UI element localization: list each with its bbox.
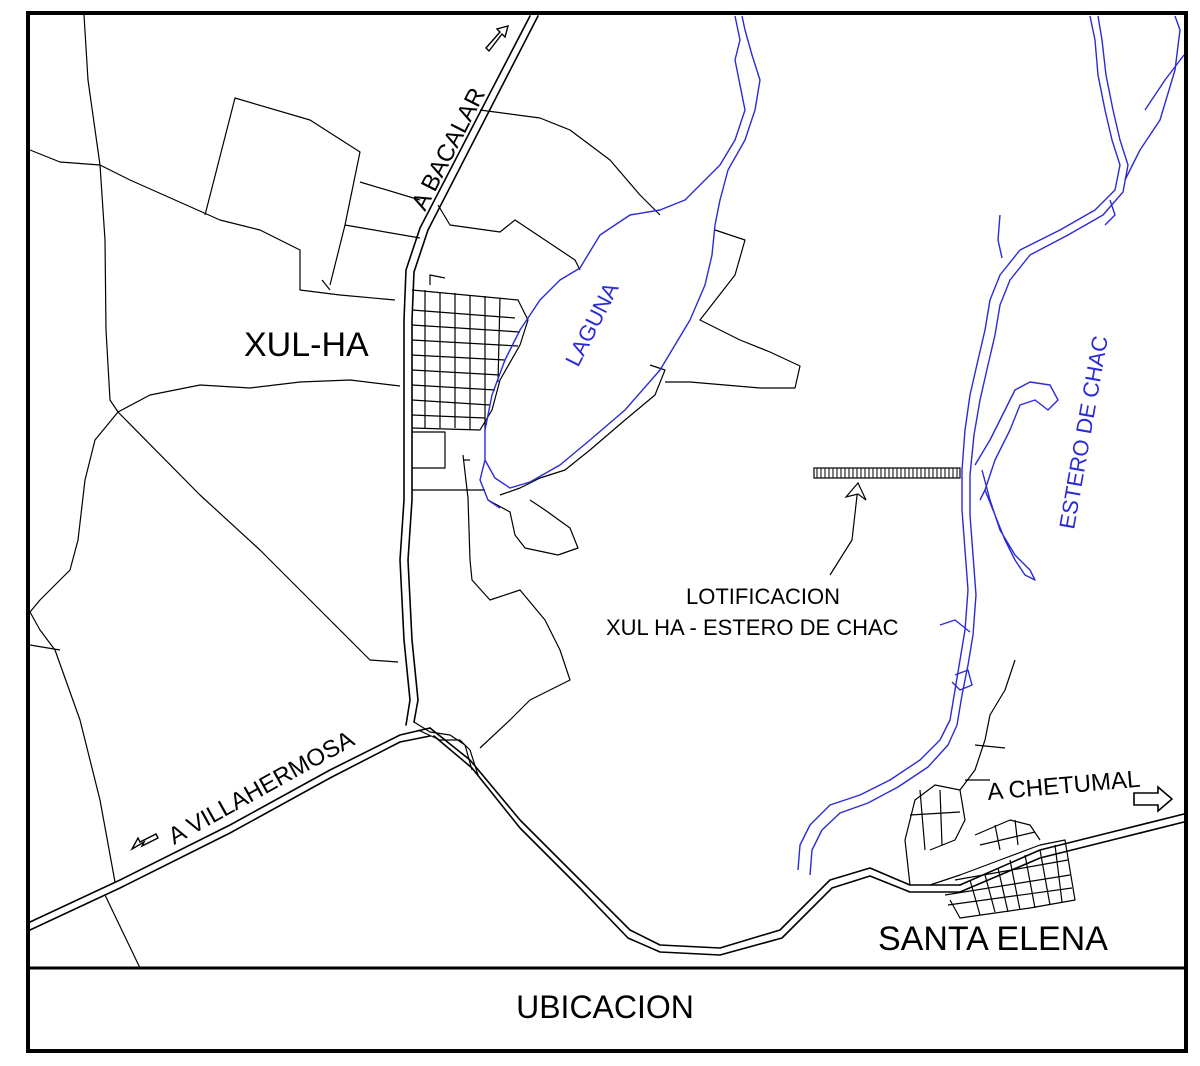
town-label-xulha: XUL-HA	[244, 326, 369, 364]
site-pointer-arrow	[844, 481, 867, 501]
highways	[29, 15, 1185, 956]
site-label-line1: LOTIFICACION	[686, 584, 840, 609]
water-label-estero: ESTERO DE CHAC	[1054, 334, 1113, 531]
lotification-parcel[interactable]	[813, 467, 961, 479]
road-label-villahermosa: A VILLAHERMOSA	[164, 726, 359, 850]
lotification-site	[813, 467, 961, 576]
waterways	[479, 15, 1185, 876]
direction-arrows	[130, 25, 1174, 851]
map-border	[26, 11, 1188, 1053]
road-label-bacalar: A BACALAR	[406, 84, 491, 215]
chetumal-arrow-icon	[1133, 785, 1174, 813]
map-caption: UBICACION	[516, 989, 694, 1025]
villahermosa-arrow-icon	[130, 833, 159, 851]
santa-elena-street-grid	[904, 659, 1076, 919]
water-label-laguna: LAGUNA	[560, 278, 623, 370]
site-label-line2: XUL HA - ESTERO DE CHAC	[606, 615, 899, 640]
road-label-chetumal: A CHETUMAL	[986, 766, 1141, 806]
bacalar-arrow-icon	[485, 25, 509, 53]
parcel-boundaries	[29, 14, 801, 969]
xulha-street-grid	[411, 274, 529, 491]
site-pointer-line	[829, 486, 859, 576]
town-label-santa-elena: SANTA ELENA	[878, 920, 1108, 958]
